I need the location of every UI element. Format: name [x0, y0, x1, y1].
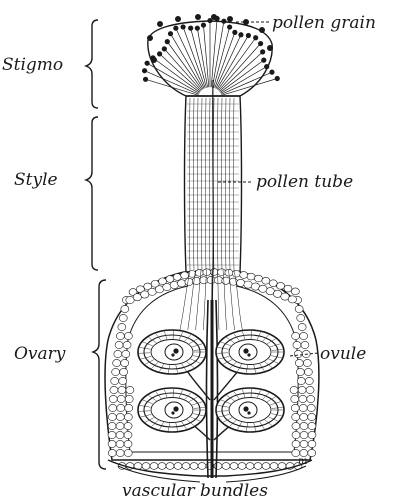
stigma-bracket: [86, 20, 98, 108]
ovule: [138, 330, 206, 374]
pollen-tube-label: pollen tube: [256, 172, 353, 192]
stigma-label: Stigmo: [2, 55, 63, 75]
style-tissue-lines: [180, 98, 242, 330]
ovary-label: Ovary: [14, 344, 66, 364]
ovary-bracket: [93, 280, 106, 469]
illustrator-signature: m: [298, 456, 307, 467]
ovule: [216, 388, 284, 432]
ovule: [216, 330, 284, 374]
style-bracket: [86, 117, 98, 270]
pollen-grain-label: pollen grain: [272, 13, 376, 33]
vascular-bundles-label: vascular bundles: [122, 481, 268, 499]
ovule-label: ovule: [320, 344, 366, 364]
ovule: [138, 388, 206, 432]
style-label: Style: [14, 170, 58, 190]
bracket-group: [86, 20, 106, 469]
stigma-papillae: [142, 14, 280, 95]
